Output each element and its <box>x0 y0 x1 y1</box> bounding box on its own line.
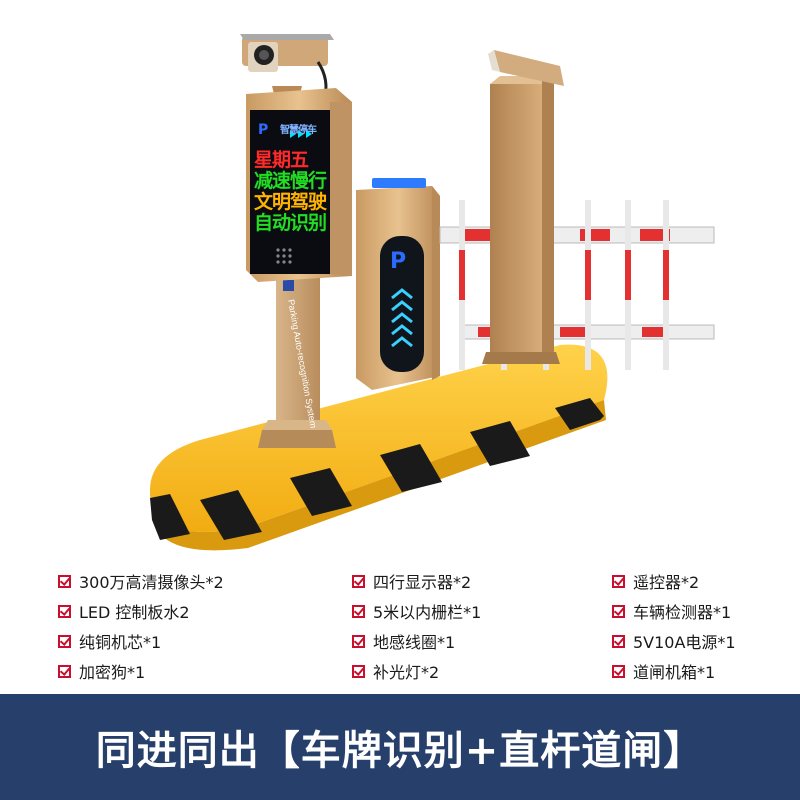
checkbox-icon <box>352 604 365 618</box>
svg-text:P: P <box>390 249 406 274</box>
list-item: 车辆检测器*1 <box>612 596 736 626</box>
led-line-2: 减速慢行 <box>254 170 327 192</box>
list-item: LED 控制板水2 <box>58 596 224 626</box>
checkbox-icon <box>58 604 71 618</box>
feature-list-col-1: 300万高清摄像头*2 LED 控制板水2 纯铜机芯*1 加密狗*1 <box>58 566 224 686</box>
list-item: 300万高清摄像头*2 <box>58 566 224 596</box>
checkbox-icon <box>352 574 365 588</box>
led-line-3: 文明驾驶 <box>254 191 327 213</box>
checkbox-icon <box>612 664 625 678</box>
parking-system-illustration: Parking Auto-recognition System P <box>150 34 715 551</box>
checkbox-icon <box>352 634 365 648</box>
checkbox-icon <box>58 574 71 588</box>
checkbox-icon <box>58 634 71 648</box>
checkbox-icon <box>58 664 71 678</box>
checkbox-icon <box>612 604 625 618</box>
banner-title: 同进同出【车牌识别+直杆道闸】 <box>95 728 705 774</box>
camera-right <box>494 50 564 86</box>
camera-column-right <box>482 50 564 364</box>
checkbox-icon <box>612 634 625 648</box>
list-item: 5V10A电源*1 <box>612 626 736 656</box>
fence-barrier-arm <box>439 200 715 370</box>
led-display-housing: P <box>246 88 352 282</box>
feature-list-col-2: 四行显示器*2 5米以内栅栏*1 地感线圈*1 补光灯*2 <box>352 566 481 686</box>
title-banner: 同进同出【车牌识别+直杆道闸】 <box>0 694 800 800</box>
list-item: 四行显示器*2 <box>352 566 481 596</box>
barrier-gate-box: P <box>356 178 440 390</box>
led-header: 智慧停车 <box>280 125 317 136</box>
list-item: 5米以内栅栏*1 <box>352 596 481 626</box>
checkbox-icon <box>352 664 365 678</box>
list-item: 纯铜机芯*1 <box>58 626 224 656</box>
yellow-base-platform <box>150 344 608 551</box>
checkbox-icon <box>612 574 625 588</box>
list-item: 加密狗*1 <box>58 656 224 686</box>
feature-list-col-3: 遥控器*2 车辆检测器*1 5V10A电源*1 道闸机箱*1 <box>612 566 736 686</box>
list-item: 遥控器*2 <box>612 566 736 596</box>
led-line-1: 星期五 <box>254 149 309 171</box>
svg-text:P: P <box>258 122 268 138</box>
list-item: 地感线圈*1 <box>352 626 481 656</box>
display-pole: Parking Auto-recognition System <box>258 272 336 448</box>
led-line-4: 自动识别 <box>254 212 327 234</box>
list-item: 补光灯*2 <box>352 656 481 686</box>
list-item: 道闸机箱*1 <box>612 656 736 686</box>
